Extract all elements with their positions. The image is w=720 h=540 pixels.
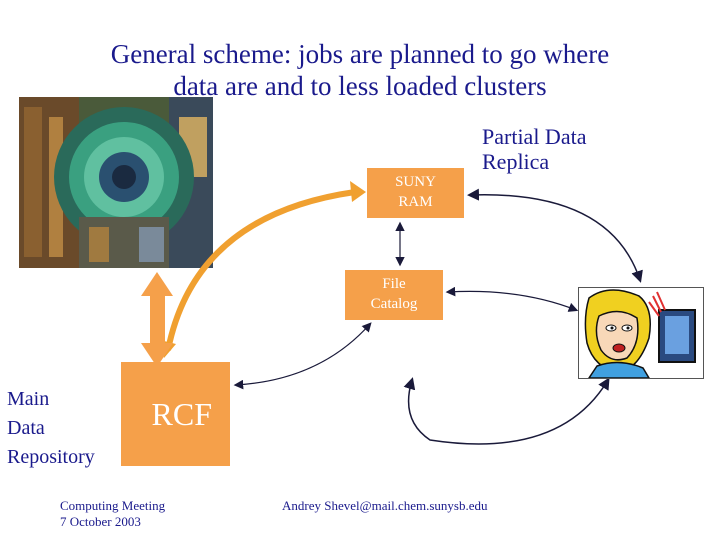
suny-ram-node: SUNY RAM [367,168,464,218]
slide-title: General scheme: jobs are planned to go w… [40,38,680,102]
replica-line-1: Partial Data [482,124,587,149]
replica-line-2: Replica [482,149,550,174]
user-clipart [578,287,704,379]
ram-label: RAM [398,194,433,210]
rcf-label: RCF [151,396,212,432]
main-line-3: Repository [7,446,95,468]
file-catalog-node: File Catalog [345,270,443,320]
footer-meeting: Computing Meeting 7 October 2003 [60,498,165,530]
detector-photo [19,97,213,268]
main-repository-label: Main Data Repository [7,385,95,472]
user-rcf-link [403,377,610,445]
file-label: File [382,276,406,292]
title-line-1: General scheme: jobs are planned to go w… [110,39,610,69]
rcf-node: RCF [121,362,230,466]
suny-label: SUNY [395,174,436,190]
replica-user-link [467,188,643,283]
catalog-label: Catalog [370,296,418,312]
catalog-rcf-link [233,322,372,390]
title-line-2: data are and to less loaded clusters [173,71,547,101]
footer-date: 7 October 2003 [60,514,141,529]
partial-replica-label: Partial Data Replica [482,124,586,174]
main-line-1: Main [7,388,50,410]
orange-vertical-arrow [141,272,173,367]
footer-event: Computing Meeting [60,498,166,513]
orange-curved-arrow [165,189,356,351]
footer-author: Andrey Shevel@mail.chem.sunysb.edu [282,498,488,513]
user-catalog-link [445,286,579,312]
main-line-2: Data [7,417,45,439]
